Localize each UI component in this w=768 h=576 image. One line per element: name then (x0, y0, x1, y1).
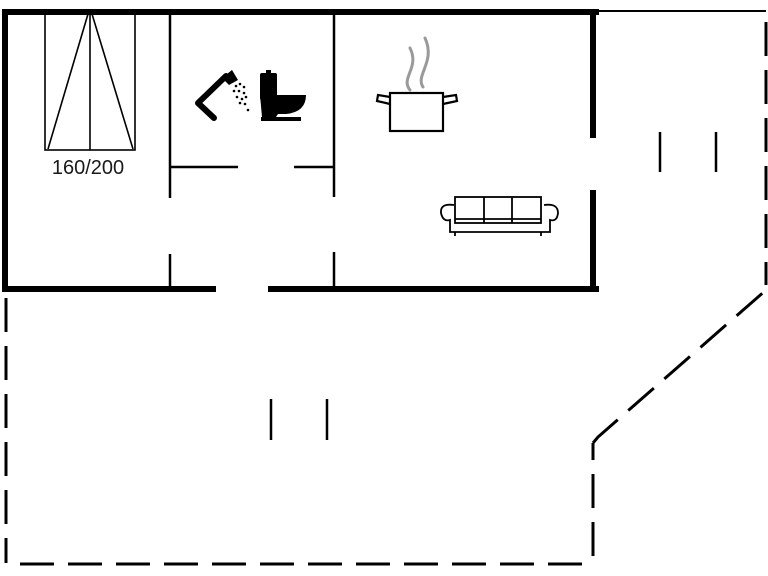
terrace-outline (4, 22, 768, 566)
interior-walls (168, 14, 336, 288)
sofa-icon (440, 196, 559, 236)
bed-size-label: 160/200 (52, 157, 124, 179)
shower-icon (195, 70, 250, 121)
double-bed-icon (44, 13, 136, 151)
steam-icon (405, 36, 430, 92)
opening-markers (269, 132, 718, 440)
toilet-icon (260, 70, 306, 121)
outer-walls (2, 9, 599, 292)
cooking-pot-icon (375, 91, 459, 133)
